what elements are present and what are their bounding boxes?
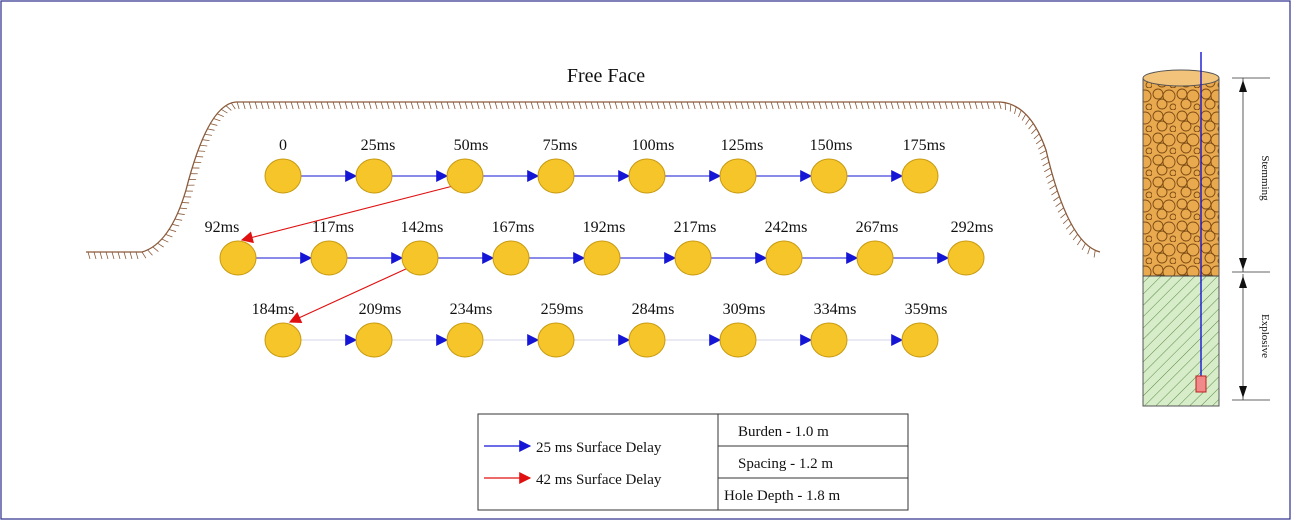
delay-label: 142ms [401,219,444,236]
spec-spacing: Spacing - 1.2 m [738,456,833,472]
blast-hole [719,158,757,194]
blast-hole [628,322,666,358]
blast-hole [719,322,757,358]
delay-label: 192ms [583,219,626,236]
delay-label: 25ms [361,137,396,154]
stemming-label: Stemming [1259,155,1271,201]
delay-label: 167ms [492,219,535,236]
legend-red-label: 42 ms Surface Delay [536,472,662,488]
delay-label: 100ms [632,137,675,154]
blast-hole [446,322,484,358]
delay-label: 309ms [723,301,766,318]
blast-hole [310,240,348,276]
stemming-section [1142,77,1220,277]
free-face-title: Free Face [567,65,645,87]
delay-label: 75ms [543,137,578,154]
delay-label: 0 [279,137,287,154]
delay-label: 92ms [205,219,240,236]
delay-label: 234ms [450,301,493,318]
spec-hole-depth: Hole Depth - 1.8 m [724,488,841,504]
explosive-label: Explosive [1259,314,1271,358]
blast-hole [355,322,393,358]
blast-hole [674,240,712,276]
delay-label: 359ms [905,301,948,318]
inter-row-delay-arrow [288,267,409,323]
delay-label: 259ms [541,301,584,318]
delay-label: 117ms [312,219,354,236]
delay-label: 284ms [632,301,675,318]
blast-hole [856,240,894,276]
blast-hole [810,322,848,358]
delay-label: 209ms [359,301,402,318]
hole-column: Stemming Explosive [1142,52,1271,407]
delay-label: 334ms [814,301,857,318]
blast-hole [219,240,257,276]
blast-hole [537,158,575,194]
delay-label: 292ms [951,219,994,236]
delay-connectors [240,170,950,346]
blast-hole [901,322,939,358]
delay-label: 217ms [674,219,717,236]
blast-hole [355,158,393,194]
blast-hole [628,158,666,194]
legend-table: 25 ms Surface Delay 42 ms Surface Delay … [477,413,909,511]
inter-row-delay-arrow [240,185,454,244]
blast-hole [537,322,575,358]
delay-label: 50ms [454,137,489,154]
explosive-section [1142,275,1220,407]
blast-hole [492,240,530,276]
blast-hole [810,158,848,194]
spec-burden: Burden - 1.0 m [738,424,829,440]
delay-label: 125ms [721,137,764,154]
delay-label: 242ms [765,219,808,236]
blast-hole [401,240,439,276]
delay-label: 267ms [856,219,899,236]
blast-hole [583,240,621,276]
blast-hole [901,158,939,194]
delay-label: 184ms [252,301,295,318]
free-face-outline [86,101,1101,260]
column-top [1142,69,1220,87]
delay-label: 175ms [903,137,946,154]
blast-holes [219,158,985,358]
blast-hole [264,322,302,358]
delay-label: 150ms [810,137,853,154]
blast-hole [765,240,803,276]
detonator [1195,375,1207,393]
blast-hole [947,240,985,276]
delay-labels: 0 25ms 50ms 75ms 100ms 125ms 150ms 175ms 92ms 117… [205,137,994,318]
blast-hole [446,158,484,194]
legend-blue-label: 25 ms Surface Delay [536,440,662,456]
blast-hole [264,158,302,194]
